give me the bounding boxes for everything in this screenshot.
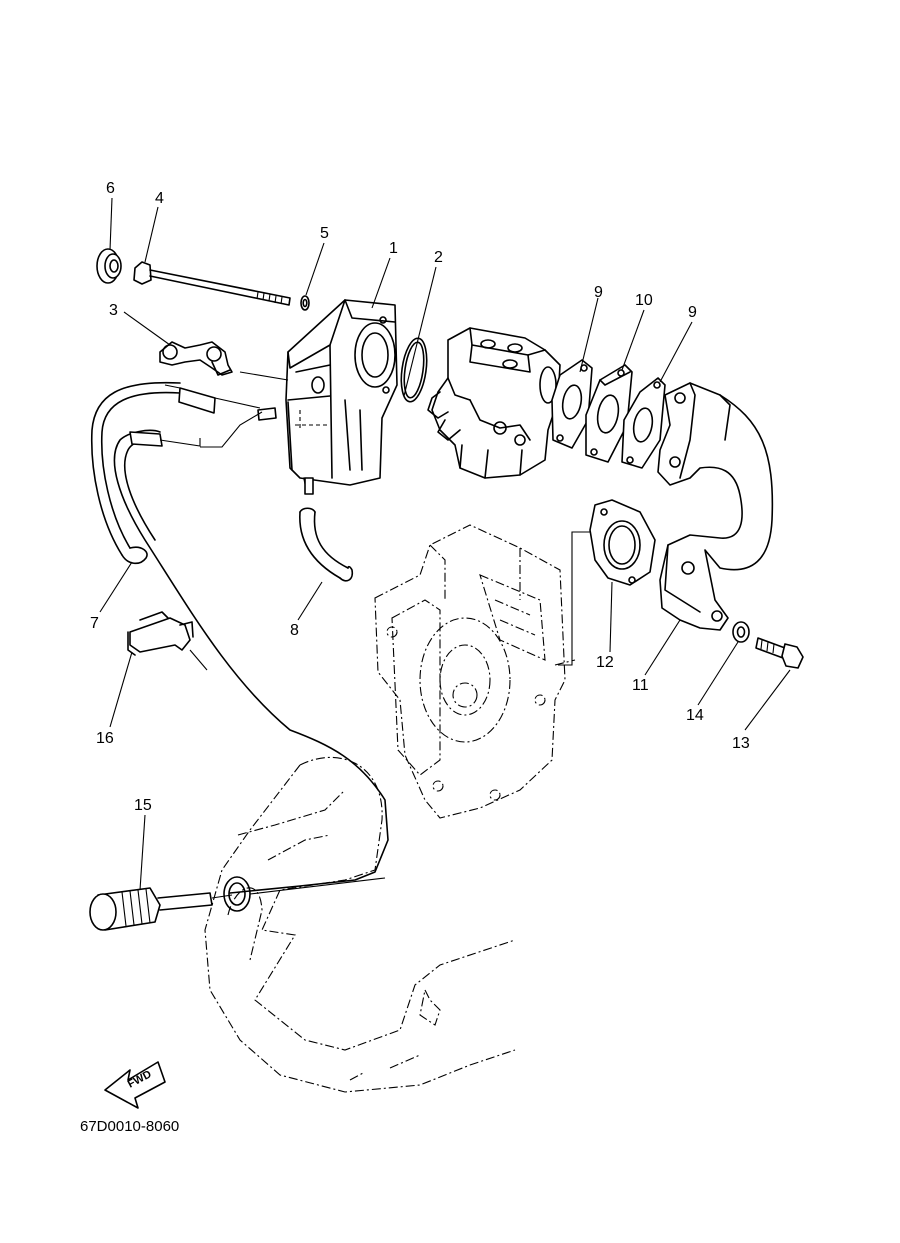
callout-14: 14 [686,707,704,724]
part-10-spacer [585,364,633,463]
engine-block-outline [374,524,576,819]
callout-11: 11 [632,677,649,694]
part-12-gasket [589,499,656,586]
callout-8: 8 [290,622,299,639]
callout-4: 4 [155,190,164,207]
callout-1: 1 [389,240,398,257]
diagram-code: 67D0010-8060 [80,1118,180,1135]
callout-12: 12 [596,654,614,671]
part-9-gasket-upper [551,359,593,449]
gasket-guide-line [558,531,590,666]
callout-15: 15 [134,797,152,814]
callout-3: 3 [109,302,118,319]
callout-7: 7 [90,615,99,632]
part-14-washer [732,621,750,643]
callout-numbers: 1 2 3 4 5 6 7 8 9 10 9 11 12 13 14 15 16 [90,180,750,814]
callout-10: 10 [635,292,653,309]
callout-2: 2 [434,249,443,266]
part-6-grommet [96,248,122,284]
part-5-washer [300,295,310,311]
lower-casing-outline [204,756,516,1093]
callout-6: 6 [106,180,115,197]
part-9-gasket-lower [621,377,666,469]
part-11-intake-manifold [657,382,774,631]
hose-fittings [164,371,314,495]
part-13-bolt [755,637,804,669]
callout-5: 5 [320,225,329,242]
forward-direction-arrow: FWD [104,1061,166,1109]
leader-lines [99,197,791,891]
part-7-hose [90,381,389,894]
part-3-hose-holder [159,341,233,376]
callout-9-lower: 9 [688,304,697,321]
callout-16: 16 [96,730,114,747]
part-8-short-hose [299,507,354,582]
part-4-long-bolt [133,261,291,306]
part-2-o-ring [400,337,428,403]
carburetor [427,327,561,479]
part-1-intake-silencer [285,299,398,489]
part-16-clip [127,611,208,671]
part-15-fitting [89,876,386,931]
callout-9-upper: 9 [594,284,603,301]
callout-13: 13 [732,735,750,752]
